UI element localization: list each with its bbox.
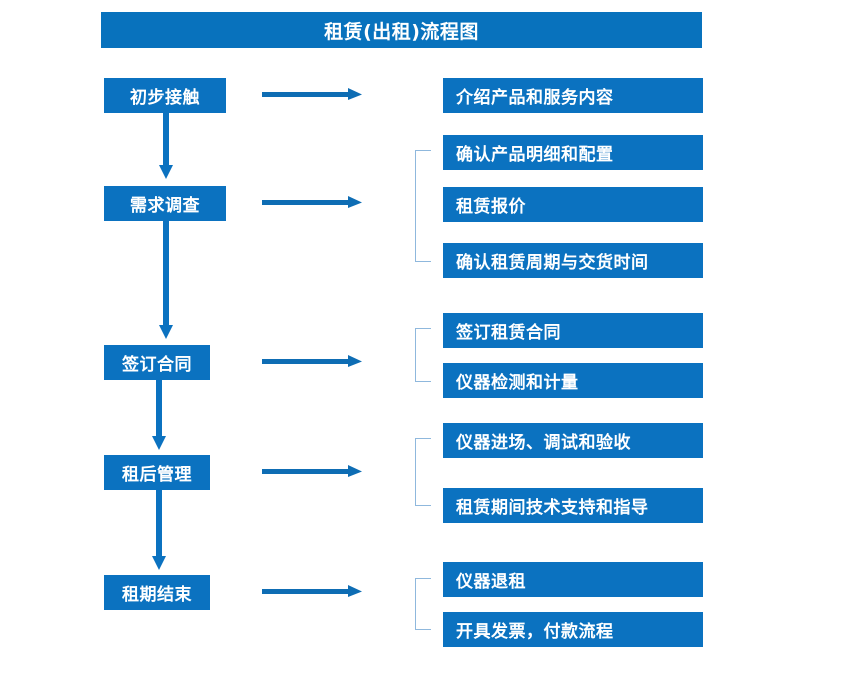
- horizontal-arrow-icon-1: [262, 88, 362, 100]
- stage-box-3: 签订合同: [104, 345, 210, 380]
- vertical-arrow-icon-4: [152, 490, 166, 570]
- horizontal-arrow-icon-5: [262, 585, 362, 597]
- stage-label-2: 需求调查: [130, 196, 200, 216]
- detail-box-7: 仪器进场、调试和验收: [443, 423, 703, 458]
- detail-label-6: 仪器检测和计量: [456, 373, 579, 393]
- detail-label-4: 确认租赁周期与交货时间: [456, 253, 649, 273]
- detail-label-1: 介绍产品和服务内容: [456, 88, 614, 108]
- detail-box-6: 仪器检测和计量: [443, 363, 703, 398]
- detail-box-1: 介绍产品和服务内容: [443, 78, 703, 113]
- vertical-arrow-icon-1: [159, 113, 173, 179]
- group-bracket-4: [415, 578, 431, 630]
- detail-label-7: 仪器进场、调试和验收: [456, 433, 631, 453]
- stage-box-5: 租期结束: [104, 575, 210, 610]
- stage-label-3: 签订合同: [122, 355, 192, 375]
- horizontal-arrow-icon-2: [262, 196, 362, 208]
- group-bracket-2: [415, 328, 431, 382]
- horizontal-arrow-icon-3: [262, 355, 362, 367]
- detail-box-9: 仪器退租: [443, 562, 703, 597]
- stage-box-1: 初步接触: [104, 78, 226, 113]
- vertical-arrow-icon-3: [152, 380, 166, 450]
- detail-box-2: 确认产品明细和配置: [443, 135, 703, 170]
- stage-label-4: 租后管理: [122, 465, 192, 485]
- detail-box-10: 开具发票，付款流程: [443, 612, 703, 647]
- detail-label-9: 仪器退租: [456, 572, 526, 592]
- detail-box-8: 租赁期间技术支持和指导: [443, 488, 703, 523]
- detail-box-5: 签订租赁合同: [443, 313, 703, 348]
- vertical-arrow-icon-2: [159, 221, 173, 339]
- detail-label-3: 租赁报价: [456, 197, 526, 217]
- page-title: 租赁(出租)流程图: [324, 20, 479, 43]
- detail-label-10: 开具发票，付款流程: [456, 622, 614, 642]
- diagram-title-bar: 租赁(出租)流程图: [101, 12, 702, 48]
- stage-label-5: 租期结束: [122, 585, 192, 605]
- horizontal-arrow-icon-4: [262, 465, 362, 477]
- group-bracket-3: [415, 438, 431, 506]
- stage-box-4: 租后管理: [104, 455, 210, 490]
- detail-box-3: 租赁报价: [443, 187, 703, 222]
- detail-label-5: 签订租赁合同: [456, 323, 561, 343]
- detail-box-4: 确认租赁周期与交货时间: [443, 243, 703, 278]
- stage-label-1: 初步接触: [130, 88, 200, 108]
- group-bracket-1: [415, 150, 431, 262]
- detail-label-8: 租赁期间技术支持和指导: [456, 498, 649, 518]
- detail-label-2: 确认产品明细和配置: [456, 145, 614, 165]
- stage-box-2: 需求调查: [104, 186, 226, 221]
